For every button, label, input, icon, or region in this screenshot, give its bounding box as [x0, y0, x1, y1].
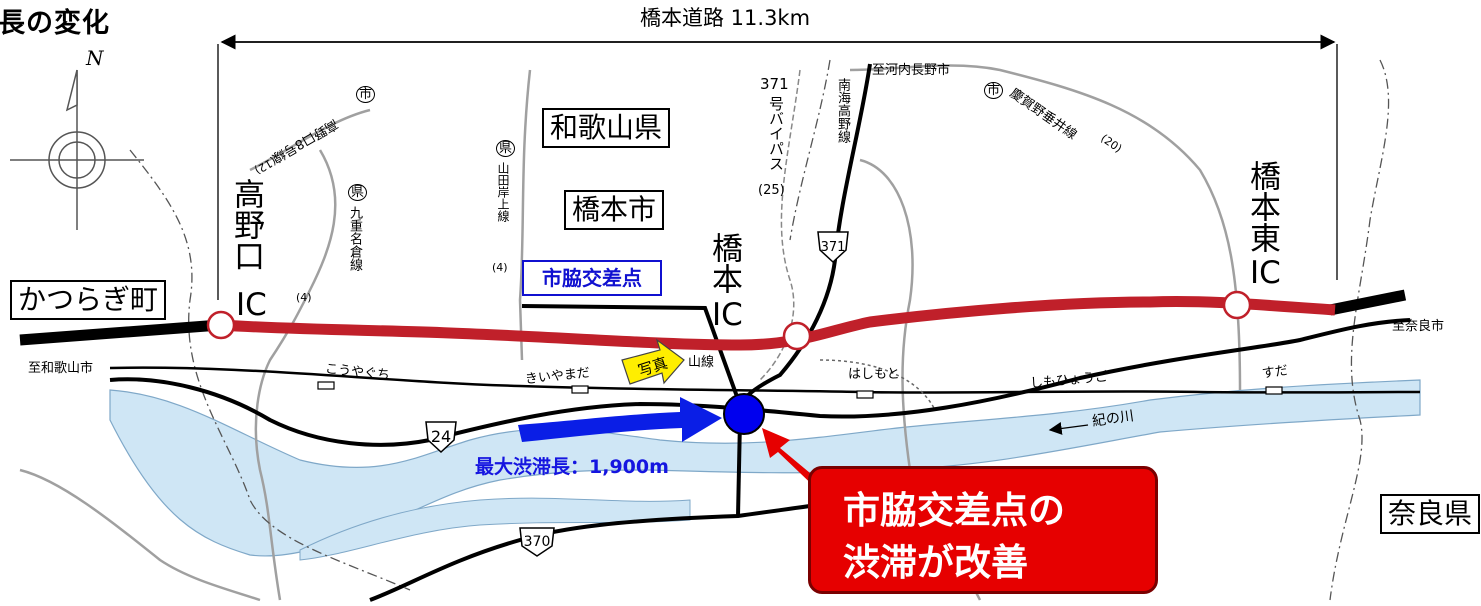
jr-wakayama-line	[109, 366, 1421, 394]
callout-line-2: 渋滞が改善	[843, 540, 1028, 584]
hashimoto-road	[219, 295, 1336, 351]
compass-label: N	[86, 46, 104, 70]
road-yamada-kishigami-num: (4)	[492, 261, 508, 274]
dest-kawachinagano: 至河内長野市	[872, 63, 951, 78]
shido-badge: 市	[356, 86, 376, 103]
svg-text:24: 24	[431, 427, 451, 446]
ic-hashimoto-name: 橋本	[706, 232, 742, 294]
route-370	[736, 419, 742, 517]
rail-east-branch	[819, 359, 936, 411]
municipality-katsuragi: かつらぎ町	[10, 280, 167, 320]
route-to-ichiwaki	[521, 304, 742, 406]
callout-line-1: 市脇交差点の	[843, 489, 1065, 532]
ic-koyaguchi-name: 高野口	[228, 178, 264, 271]
road-keigano-tarui	[849, 64, 1242, 391]
ic-hashimoto-suffix: IC	[712, 297, 743, 333]
road-nankai-koya: 南海高野線	[835, 78, 850, 143]
rail-line-fragment: 山線	[688, 355, 715, 370]
photo-arrow	[621, 338, 685, 385]
route-371	[738, 63, 872, 407]
ic-hashimoto-higashi-name: 橋本東	[1244, 160, 1280, 253]
road-koyaguchi-8	[249, 108, 371, 172]
road-length-label: 橋本道路 11.3km	[640, 6, 811, 30]
bypass-road-number: (25)	[758, 183, 785, 198]
bypass-number: 371	[760, 75, 789, 93]
boundary-west	[129, 149, 411, 591]
route-370-west	[369, 498, 851, 602]
road-yamada-kishigami	[518, 69, 532, 361]
congestion-arrow	[518, 397, 722, 442]
river-flow-arrow	[1048, 422, 1089, 435]
improvement-callout: 市脇交差点の 渋滞が改善	[808, 466, 1158, 594]
nankai-koya-line	[759, 69, 801, 381]
dest-wakayama-city: 至和歌山市	[28, 361, 94, 376]
river-kinokawa	[109, 379, 1421, 557]
bypass-name: 号バイパス	[767, 96, 785, 171]
route-371-shield: 371	[817, 231, 849, 264]
road-kuja-nagura	[254, 149, 337, 601]
kensei-badge-2: 県	[348, 184, 368, 201]
shido-badge-2: 市	[984, 82, 1004, 99]
prefecture-wakayama: 和歌山県	[542, 108, 671, 148]
ic-hashimoto-higashi-marker	[1222, 290, 1252, 320]
dest-nara-city: 至奈良市	[1392, 319, 1445, 334]
station-suda: すだ	[1261, 363, 1289, 382]
route-370-shield: 370	[519, 527, 555, 557]
ic-koyaguchi-marker	[206, 310, 236, 340]
ic-hashimoto-marker	[782, 321, 812, 351]
keinawa-expressway	[19, 319, 221, 346]
road-kuja-nagura-num: (4)	[296, 291, 312, 304]
ic-koyaguchi-suffix: IC	[236, 287, 267, 323]
road-kuja-nagura-name: 九重名倉線	[347, 206, 362, 271]
compass-rose	[10, 69, 144, 230]
max-congestion-label: 最大渋滞長：1,900m	[475, 456, 669, 478]
prefecture-nara: 奈良県	[1380, 494, 1481, 534]
boundary-north	[789, 59, 831, 241]
ic-hashimoto-higashi-suffix: IC	[1250, 255, 1281, 291]
road-yamada-kishigami-name: 山田岸上線	[496, 162, 510, 222]
map-title-fragment: 長の変化	[0, 8, 110, 39]
municipality-hashimoto: 橋本市	[564, 190, 665, 230]
boundary-nara	[1329, 59, 1390, 601]
intersection-label: 市脇交差点	[522, 260, 662, 296]
keinawa-east	[1328, 289, 1407, 316]
road-west-loop	[19, 468, 261, 602]
svg-text:371: 371	[821, 240, 846, 255]
kensei-badge: 県	[496, 140, 516, 157]
ichiwaki-intersection-marker	[723, 393, 765, 435]
route-24-shield: 24	[425, 421, 457, 454]
station-hashimoto: はしもと	[848, 367, 900, 382]
station-markers	[317, 381, 1283, 399]
road-bypass-371: 371	[760, 76, 789, 93]
svg-text:370: 370	[524, 534, 551, 550]
